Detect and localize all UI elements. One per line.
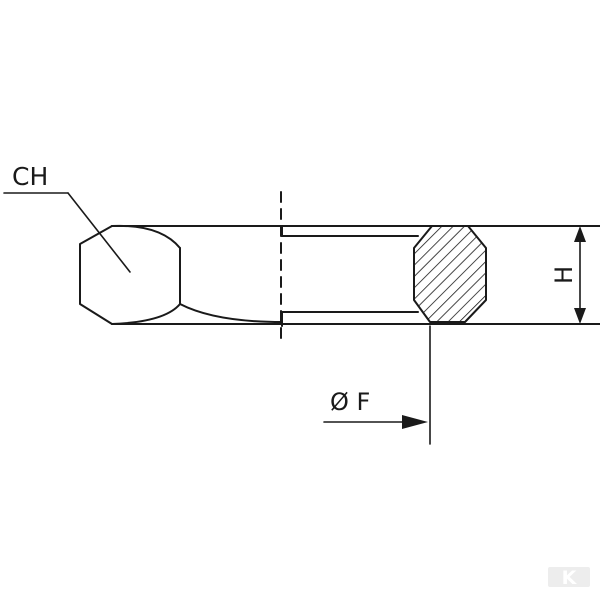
label-f: Ø F [330,388,370,416]
bore-lines [281,225,419,323]
svg-text:K: K [562,567,578,589]
label-h: H [550,266,578,284]
ch-leader [3,192,131,273]
k-logo-watermark: K [548,567,590,589]
label-ch: CH [12,162,48,191]
hatched-cross-section [413,225,487,323]
nut-body-outline [79,224,600,327]
f-dimension [323,325,431,445]
h-dimension [574,226,586,324]
